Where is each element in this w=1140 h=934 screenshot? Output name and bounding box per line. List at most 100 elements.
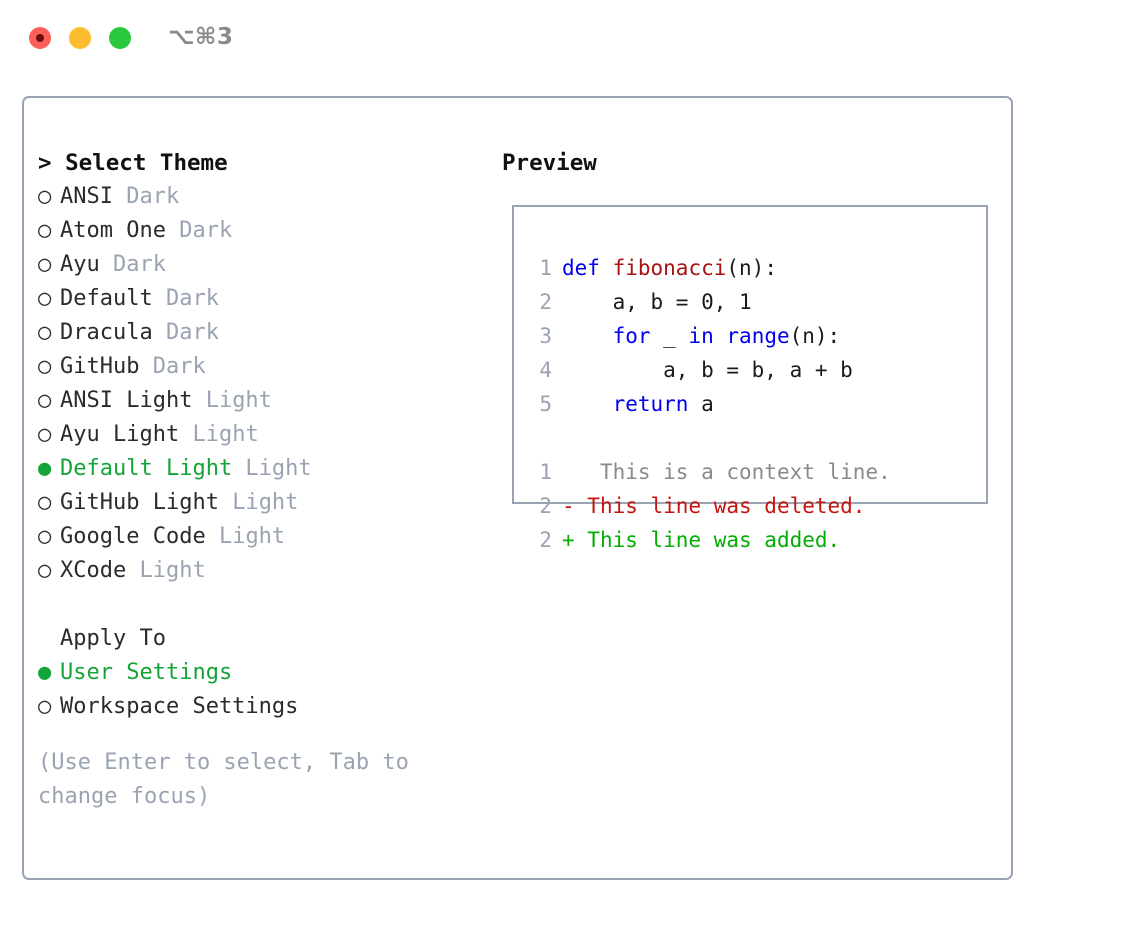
radio-unselected-icon[interactable]: ○ [38, 490, 52, 515]
theme-list-item[interactable]: ○ Google Code Light [38, 520, 488, 554]
theme-name-label: Ayu [60, 252, 100, 277]
theme-list-item[interactable]: ○ GitHub Dark [38, 350, 488, 384]
theme-category-tag: Dark [139, 354, 206, 379]
diff-sample: 1 This is a context line. 2- This line wa… [526, 455, 982, 557]
radio-unselected-icon[interactable]: ○ [38, 524, 52, 549]
theme-category-tag: Dark [152, 286, 219, 311]
radio-unselected-icon[interactable]: ○ [38, 558, 52, 583]
theme-name-label: GitHub Light [60, 490, 219, 515]
radio-unselected-icon[interactable]: ○ [38, 218, 52, 243]
apply-to-heading-indent [38, 622, 60, 656]
code-token: (n): [789, 324, 841, 348]
code-line-number: 4 [539, 358, 552, 382]
apply-to-label: User Settings [60, 660, 233, 685]
theme-list-item[interactable]: ● Default Light Light [38, 452, 488, 486]
apply-to-label: Workspace Settings [60, 694, 299, 719]
maximize-traffic-light-icon[interactable] [109, 27, 131, 49]
code-token: a, b = b, a + b [562, 358, 853, 382]
radio-unselected-icon[interactable]: ○ [38, 388, 52, 413]
theme-list-item[interactable]: ○ ANSI Light Light [38, 384, 488, 418]
diff-text: This is a context line. [574, 460, 891, 484]
theme-name-label: Google Code [60, 524, 206, 549]
code-line-number: 3 [539, 324, 552, 348]
diff-marker: + [562, 528, 575, 552]
apply-to-list[interactable]: ● User Settings ○ Workspace Settings [38, 656, 488, 724]
code-token: fibonacci [612, 256, 727, 280]
theme-name-label: Dracula [60, 320, 153, 345]
theme-name-label: ANSI Light [60, 388, 193, 413]
diff-marker: - [562, 494, 575, 518]
radio-unselected-icon[interactable]: ○ [38, 422, 52, 447]
code-token [714, 324, 727, 348]
theme-list-item[interactable]: ○ Default Dark [38, 282, 488, 316]
select-theme-heading: > Select Theme [38, 150, 228, 176]
theme-category-tag: Light [126, 558, 206, 583]
code-line-number: 5 [539, 392, 552, 416]
theme-category-tag: Dark [165, 218, 233, 243]
apply-to-heading-label: Apply To [60, 626, 166, 651]
list-spacer [38, 588, 488, 622]
apply-to-item[interactable]: ● User Settings [38, 656, 488, 690]
theme-category-tag: Light [218, 490, 299, 515]
theme-list-item[interactable]: ○Ayu Light Light [38, 418, 488, 452]
code-token: a, b = 0, 1 [562, 290, 752, 314]
radio-selected-icon[interactable]: ● [38, 660, 52, 685]
theme-category-tag: Dark [152, 320, 219, 345]
radio-unselected-icon[interactable]: ○ [38, 286, 52, 311]
radio-selected-icon[interactable]: ● [38, 456, 52, 481]
minimize-traffic-light-icon[interactable] [69, 27, 91, 49]
diff-line: 1 This is a context line. [526, 455, 982, 489]
radio-unselected-icon[interactable]: ○ [38, 184, 52, 209]
diff-text: This line was added. [574, 528, 841, 552]
theme-list-item[interactable]: ○ Dracula Dark [38, 316, 488, 350]
theme-name-label: XCode [60, 558, 127, 583]
close-traffic-light-icon[interactable] [29, 27, 51, 49]
code-token [562, 324, 613, 348]
theme-name-label: Default [60, 286, 153, 311]
code-diff-gap [526, 421, 982, 455]
theme-name-label: GitHub [60, 354, 140, 379]
preview-heading: Preview [502, 150, 597, 176]
code-line: 2 a, b = 0, 1 [526, 285, 982, 319]
theme-list-item[interactable]: ○ GitHub Light Light [38, 486, 488, 520]
diff-text: This line was deleted. [574, 494, 866, 518]
code-line: 5 return a [526, 387, 982, 421]
code-line: 3 for _ in range(n): [526, 319, 982, 353]
code-token: return [612, 392, 689, 416]
theme-category-tag: Dark [99, 252, 166, 277]
theme-list-item[interactable]: ○ XCode Light [38, 554, 488, 588]
radio-unselected-icon[interactable]: ○ [38, 694, 52, 719]
theme-list-item[interactable]: ○ Atom One Dark [38, 214, 488, 248]
code-token [562, 392, 613, 416]
code-token: (n): [726, 256, 777, 280]
diff-line-number: 2 [539, 494, 552, 518]
diff-line-number: 2 [539, 528, 552, 552]
radio-unselected-icon[interactable]: ○ [38, 252, 52, 277]
theme-list-item[interactable]: ○ Ayu Dark [38, 248, 488, 282]
title-bar: ⌥⌘3 [0, 0, 1140, 80]
code-line: 4 a, b = b, a + b [526, 353, 982, 387]
theme-list-item[interactable]: ○ANSI Dark [38, 180, 488, 214]
diff-line-number: 1 [539, 460, 552, 484]
diff-line: 2 + This line was added. [526, 523, 982, 557]
theme-category-tag: Dark [112, 184, 180, 209]
keyboard-shortcut-label: ⌥⌘3 [168, 24, 234, 50]
radio-unselected-icon[interactable]: ○ [38, 320, 52, 345]
keyboard-hint-text: (Use Enter to select, Tab to change focu… [38, 750, 423, 809]
code-token: a [688, 392, 714, 416]
theme-category-tag: Light [192, 388, 272, 413]
theme-name-label: Atom One [60, 218, 166, 243]
theme-selection-column: > Select Theme ○ANSI Dark○Atom One Dark○… [38, 146, 488, 814]
radio-unselected-icon[interactable]: ○ [38, 354, 52, 379]
code-token: range [726, 324, 790, 348]
apply-to-item[interactable]: ○ Workspace Settings [38, 690, 488, 724]
theme-category-tag: Light [232, 456, 312, 481]
theme-name-label: Default Light [60, 456, 233, 481]
theme-list[interactable]: ○ANSI Dark○Atom One Dark○Ayu Dark○Defaul… [38, 180, 488, 588]
theme-category-tag: Light [205, 524, 286, 549]
